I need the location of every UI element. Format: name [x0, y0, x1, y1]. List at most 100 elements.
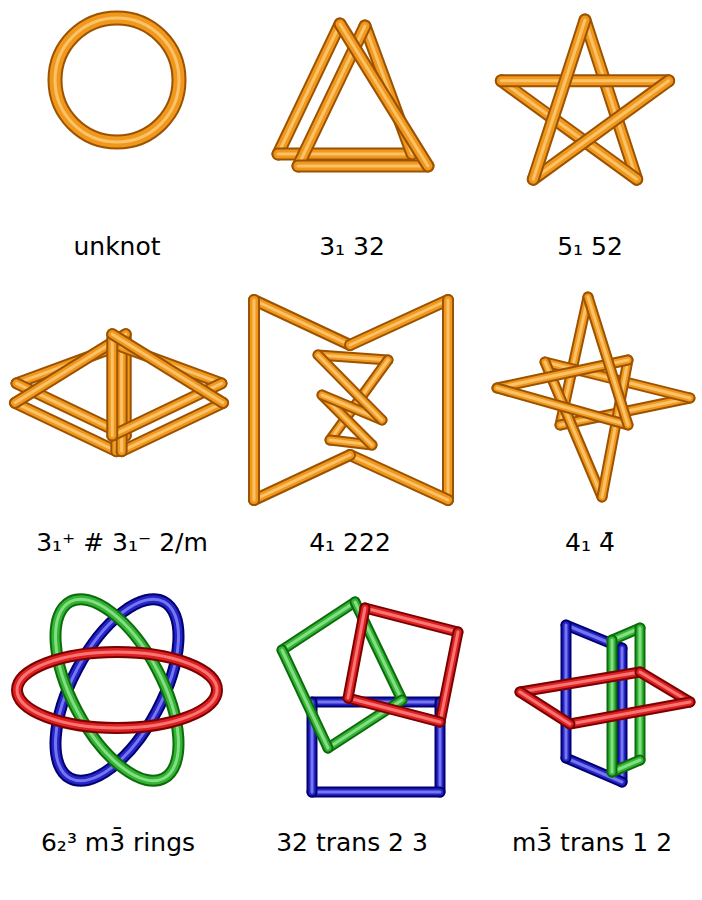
knot-tube [520, 692, 570, 724]
knot-figure [520, 672, 690, 724]
knot-tube [545, 362, 602, 497]
knot-tube [545, 362, 602, 497]
knot-tube [350, 300, 448, 345]
knot-tube [440, 632, 458, 722]
knot-tube [348, 698, 440, 722]
ring-tube [55, 18, 179, 142]
knot-tube [318, 355, 382, 420]
knot-tube [501, 81, 636, 179]
knot-tube [607, 640, 618, 772]
knot-tube [588, 297, 628, 425]
knot-tube [108, 334, 116, 435]
knot-ring [55, 18, 179, 142]
knot-tube [365, 608, 458, 632]
knot-tube [350, 455, 448, 500]
knot-tube [312, 789, 440, 796]
ring-tube [55, 18, 179, 142]
knot-ring [30, 581, 203, 800]
knot-tube [111, 334, 114, 435]
knot-label: unknot [73, 232, 160, 262]
knot-tube [501, 79, 668, 82]
knot-tube [350, 300, 448, 345]
knot-ring [17, 652, 217, 728]
ring-tube [17, 652, 217, 728]
knot-tube [565, 625, 568, 758]
knot-tube [298, 165, 428, 168]
knot-label: 3₁ 32 [319, 232, 385, 262]
knot-figure [318, 355, 388, 445]
knot-tube [563, 625, 570, 758]
knot-tube [440, 632, 458, 722]
knot-figure [497, 297, 690, 497]
knot-tube [282, 650, 328, 748]
ring-tube [17, 652, 217, 728]
knot-figure [566, 625, 622, 782]
knot-figure [278, 24, 428, 166]
knot-tube [318, 355, 382, 420]
knot-tube [350, 455, 448, 500]
knot-tube [635, 628, 646, 760]
knot-tube [520, 672, 640, 692]
knot-tube [312, 791, 440, 794]
knot-tube [298, 162, 428, 171]
knot-figure [15, 334, 126, 451]
knot-tube [570, 702, 690, 724]
knot-label: 3₁⁺ # 3₁⁻ 2/m [36, 528, 208, 558]
knot-tube [254, 300, 350, 345]
knot-tube [112, 334, 223, 403]
knot-tube [282, 650, 328, 748]
knot-figure [254, 300, 448, 500]
ring-tube [17, 652, 217, 728]
knot-tube [442, 300, 454, 500]
knot-label: 4₁ 4̄ [565, 528, 615, 558]
knot-tube [501, 81, 636, 179]
knot-tube [497, 388, 628, 425]
knot-tube [639, 628, 642, 760]
knot-tube [282, 650, 328, 748]
knot-tube [298, 160, 428, 173]
ring-tube [30, 581, 203, 800]
knot-tube [282, 602, 355, 650]
ring-tube [30, 581, 203, 800]
knot-tube [570, 702, 690, 724]
knot-tube [340, 24, 428, 166]
knot-tube [254, 455, 350, 500]
knot-tube [588, 297, 628, 425]
knot-tube [640, 672, 690, 702]
knot-tube [520, 692, 570, 724]
knot-tube [350, 455, 448, 500]
knot-figure [501, 20, 668, 179]
knot-tube [520, 672, 640, 692]
knot-tube [570, 702, 690, 724]
knot-tube [520, 672, 640, 692]
knot-tube [253, 300, 256, 500]
knot-tube [533, 20, 585, 179]
knot-tube [254, 300, 350, 345]
knot-tube [640, 672, 690, 702]
knot-tube [561, 625, 572, 758]
knot-tube [365, 608, 458, 632]
knot-tube [348, 608, 365, 698]
knot-tube [365, 608, 458, 632]
knot-tube [106, 334, 118, 435]
ring-tube [30, 581, 203, 800]
knot-figure [612, 628, 640, 772]
knot-figure [348, 608, 458, 722]
knot-tube [588, 297, 628, 425]
knot-tube [609, 640, 616, 772]
knot-label: 4₁ 222 [309, 528, 391, 558]
knot-tube [248, 300, 260, 500]
knot-tube [254, 455, 350, 500]
ring-tube [30, 581, 203, 800]
knot-tube [250, 300, 258, 500]
knot-tube [112, 334, 223, 403]
knot-tube [447, 300, 450, 500]
knot-tube [254, 300, 350, 345]
ring-tube [30, 581, 203, 800]
knot-tube [282, 602, 355, 650]
knot-tube [440, 632, 458, 722]
knot-tube [520, 692, 570, 724]
knot-tube [112, 334, 223, 403]
